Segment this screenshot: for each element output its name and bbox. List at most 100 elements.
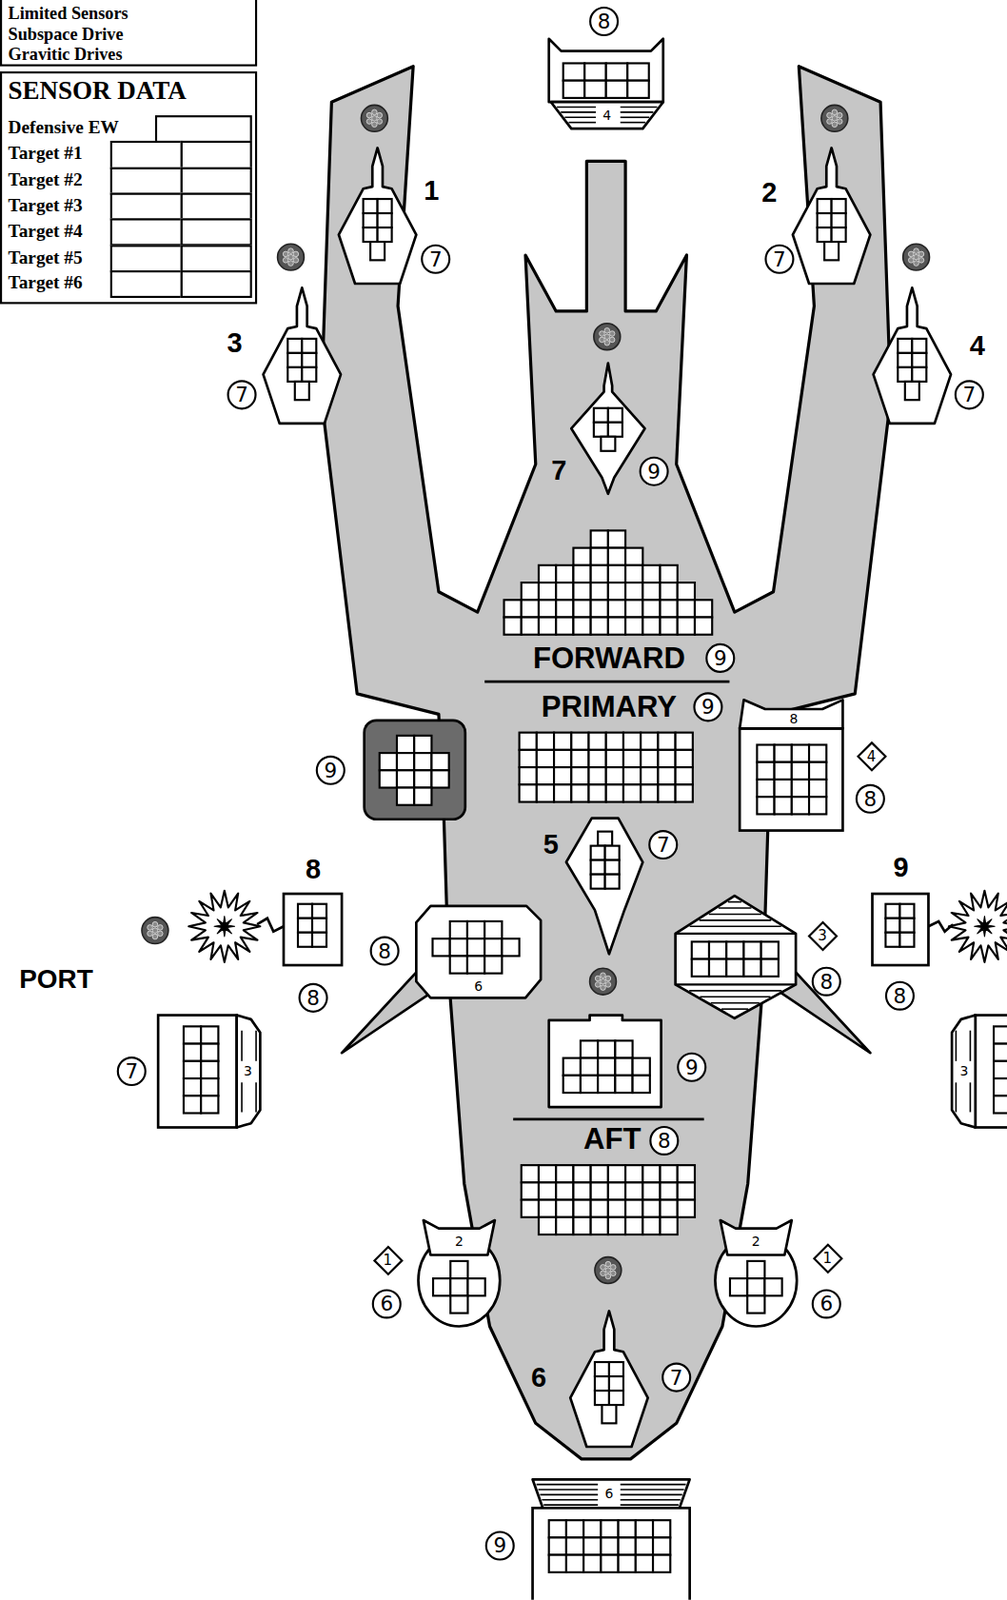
armor-circle: 7 bbox=[420, 243, 452, 275]
structure-box bbox=[572, 1217, 591, 1235]
weapon-box-cell bbox=[312, 932, 327, 948]
gun-symbol-dot bbox=[600, 985, 607, 991]
diamond-shape bbox=[809, 921, 837, 949]
structure-box bbox=[608, 565, 626, 583]
armor-circle: 9 bbox=[676, 1051, 708, 1083]
table-title: SENSOR DATA bbox=[1, 73, 256, 108]
system-box-cell bbox=[756, 796, 774, 814]
sensor-table: SENSOR DATADefensive EWTarget #1Target #… bbox=[0, 71, 257, 304]
box-tab: 3 bbox=[956, 1063, 971, 1080]
stripe bbox=[675, 983, 796, 986]
structure-box bbox=[640, 784, 658, 802]
system-box-cell bbox=[566, 1537, 584, 1555]
stripe bbox=[240, 1030, 243, 1062]
mount-box bbox=[591, 846, 606, 861]
table-cell bbox=[180, 140, 253, 169]
system-box-cell bbox=[414, 788, 432, 806]
armor-circle: 8 bbox=[649, 1125, 680, 1156]
structure-box bbox=[538, 1182, 556, 1200]
system-box-cell bbox=[396, 788, 415, 806]
structure-box bbox=[555, 599, 573, 617]
pod-box bbox=[747, 1278, 765, 1296]
gun-symbol-dot bbox=[610, 1270, 616, 1277]
stripe bbox=[620, 1503, 679, 1506]
value-number: 4 bbox=[600, 109, 613, 124]
gun-symbol-dot bbox=[831, 116, 838, 122]
system-box bbox=[415, 906, 541, 998]
structure-box bbox=[555, 1200, 573, 1218]
gun-symbol-dot bbox=[157, 925, 164, 931]
system-box-cell bbox=[200, 1026, 218, 1044]
pod-box bbox=[764, 1278, 782, 1296]
weapon-mount bbox=[566, 818, 643, 955]
system-box-cell bbox=[691, 959, 710, 977]
system-box-cell bbox=[761, 941, 779, 959]
weapon-mount bbox=[570, 1310, 648, 1447]
structure-box bbox=[675, 750, 693, 768]
table-cell bbox=[155, 115, 253, 143]
structure-box bbox=[675, 784, 693, 802]
system-box-cell bbox=[183, 1095, 201, 1113]
system-box-cell bbox=[450, 921, 468, 939]
pod-box bbox=[730, 1278, 748, 1296]
structure-box bbox=[589, 767, 607, 785]
gun-symbol-dot bbox=[908, 257, 914, 264]
mount-box bbox=[609, 1362, 624, 1377]
side-name: PORT bbox=[19, 965, 93, 995]
system-box bbox=[975, 1015, 1007, 1128]
system-box-cell bbox=[709, 941, 727, 959]
structure-box bbox=[571, 750, 589, 768]
gun-symbol bbox=[593, 323, 621, 351]
value-number: 9 bbox=[647, 459, 661, 483]
structure-box bbox=[660, 599, 678, 617]
table-cell bbox=[110, 140, 183, 169]
system-box-cell bbox=[200, 1061, 218, 1079]
gun-symbol-dot bbox=[600, 1270, 607, 1277]
structure-box bbox=[677, 1200, 695, 1218]
mount-box bbox=[600, 436, 615, 452]
system-box-cell bbox=[791, 779, 810, 797]
structure-box bbox=[660, 1217, 678, 1235]
weapon-link bbox=[928, 921, 953, 932]
system-box-cell bbox=[583, 1537, 601, 1555]
system-box-cell bbox=[183, 1044, 201, 1062]
stripe bbox=[564, 116, 596, 119]
weapon-box bbox=[283, 893, 342, 966]
structure-box bbox=[521, 599, 539, 617]
structure-box bbox=[538, 1164, 556, 1183]
structure-box bbox=[536, 750, 554, 768]
gun-symbol-dot bbox=[604, 334, 611, 340]
weapon-mount bbox=[571, 363, 645, 494]
starburst bbox=[188, 890, 260, 963]
stripe bbox=[721, 1007, 749, 1010]
stripe bbox=[709, 913, 762, 916]
value-number: 3 bbox=[957, 1064, 970, 1079]
system-box-cell bbox=[450, 955, 468, 973]
structure-box bbox=[660, 582, 678, 600]
weapon-box-cell bbox=[899, 904, 914, 919]
mount-box bbox=[605, 874, 620, 889]
circle-shape bbox=[886, 982, 914, 1010]
stripe bbox=[955, 1082, 958, 1112]
starburst-core bbox=[214, 916, 235, 937]
system-box-cell bbox=[414, 752, 432, 771]
gun-symbol-dot bbox=[827, 112, 833, 119]
system-box-cell bbox=[993, 1044, 1007, 1062]
weapon-mount bbox=[792, 147, 870, 284]
system-box-cell bbox=[580, 1040, 598, 1058]
structure-box bbox=[538, 582, 556, 600]
structure-box bbox=[591, 582, 609, 600]
structure-box bbox=[625, 617, 643, 635]
stripe bbox=[539, 1494, 598, 1497]
value-number: 2 bbox=[750, 1234, 763, 1249]
gun-symbol-dot bbox=[152, 933, 158, 940]
box-tab: 3 bbox=[240, 1063, 256, 1080]
mount-box bbox=[287, 353, 302, 368]
diamond-shape bbox=[813, 1243, 842, 1272]
value-number: 1 bbox=[383, 1251, 394, 1268]
structure-box bbox=[555, 617, 573, 635]
pod-box bbox=[747, 1261, 765, 1279]
table-cell bbox=[110, 218, 183, 247]
mount-box bbox=[301, 338, 316, 354]
mount-box bbox=[363, 227, 378, 242]
